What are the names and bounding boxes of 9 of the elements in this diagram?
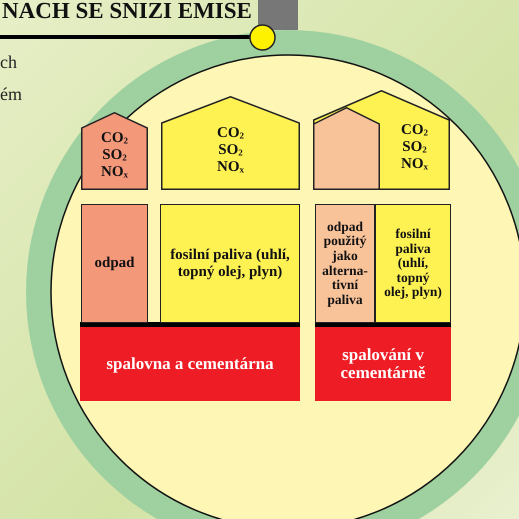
process-box: spalovna a cementárna	[80, 327, 300, 401]
heading: NACH SE SNIZI EMISE	[2, 0, 252, 24]
fuel-box: fosilní paliva (uhlí, topný olej, plyn)	[375, 204, 451, 323]
fuel-box: fosilní paliva (uhlí, topný olej, plyn)	[160, 204, 300, 323]
text-fragment: ém	[0, 84, 22, 105]
fuel-box: odpad použitý jako alterna-tivní paliva	[315, 204, 375, 323]
text-fragment: ch	[0, 52, 17, 73]
process-box: spalování v cementárně	[315, 327, 451, 401]
fuel-box: odpad	[81, 204, 148, 323]
